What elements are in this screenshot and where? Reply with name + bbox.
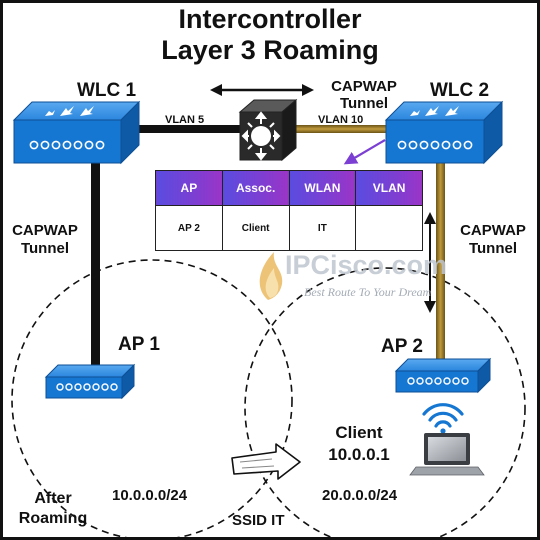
wlc1-label: WLC 1: [77, 80, 137, 101]
table-header: WLAN: [288, 170, 357, 206]
table-cell: Client: [221, 205, 290, 251]
after-roaming-line-2: Roaming: [18, 510, 88, 527]
table-header: Assoc.: [221, 170, 290, 206]
capwap-top-label-line-1: CAPWAP: [331, 78, 397, 95]
capwap-top-label-line-2: Tunnel: [339, 95, 389, 112]
table-header-row: AP Assoc. WLAN VLAN: [155, 170, 423, 206]
wlc2-ap2-link: [436, 158, 445, 370]
wlc2-label: WLC 2: [430, 80, 490, 101]
ap2-coverage-circle: [244, 267, 526, 540]
watermark-brand: IPCisco.com: [285, 250, 448, 280]
watermark-logo: [259, 252, 283, 300]
capwap-left-label-line-1: CAPWAP: [12, 222, 78, 239]
table-cell: IT: [288, 205, 357, 251]
watermark-tagline: Best Route To Your Dream: [304, 285, 432, 299]
title-line-2: Layer 3 Roaming: [161, 35, 379, 65]
wlc2-device: [384, 100, 504, 165]
after-roaming-line-1: After: [34, 490, 72, 507]
switch-wlc2-link: [295, 125, 405, 133]
vlan-right-label: VLAN 10: [318, 114, 364, 126]
wlc1-switch-link: [130, 125, 246, 133]
wifi-icon: [422, 403, 464, 434]
wlc1-ap1-link: [91, 158, 100, 370]
ap1-device: [44, 363, 136, 400]
ap1-coverage-circle: [11, 259, 293, 540]
tunnel-double-arrow: [210, 84, 314, 96]
vertical-double-arrow: [424, 212, 436, 313]
subnet-right-label: 20.0.0.0/24: [322, 487, 398, 504]
wlc2-table-arrow: [343, 139, 386, 165]
ap2-label: AP 2: [381, 336, 423, 357]
client-label-line-2: 10.0.0.1: [328, 445, 390, 464]
capwap-left-label-line-2: Tunnel: [20, 240, 70, 257]
client-label-line-1: Client: [335, 423, 383, 442]
table-header: VLAN: [355, 170, 423, 206]
wlc1-device: [12, 100, 141, 165]
subnet-left-label: 10.0.0.0/24: [112, 487, 188, 504]
layer3-switch-icon: [238, 98, 298, 162]
table-header: AP: [155, 170, 223, 206]
ap1-label: AP 1: [118, 334, 160, 355]
table-cell: AP 2: [155, 205, 223, 251]
table-row: AP 2 Client IT: [155, 205, 423, 251]
ap2-device: [394, 357, 492, 394]
wlc2-association-table: AP Assoc. WLAN VLAN AP 2 Client IT: [155, 170, 423, 251]
vlan-left-label: VLAN 5: [165, 114, 205, 126]
table-cell: [355, 205, 423, 251]
title-line-1: Intercontroller: [178, 4, 362, 34]
capwap-right-label-line-2: Tunnel: [468, 240, 518, 257]
capwap-right-label-line-1: CAPWAP: [460, 222, 526, 239]
ssid-label: SSID IT: [232, 512, 285, 529]
laptop-icon: [409, 433, 485, 476]
roaming-arrow-icon: [231, 443, 301, 480]
